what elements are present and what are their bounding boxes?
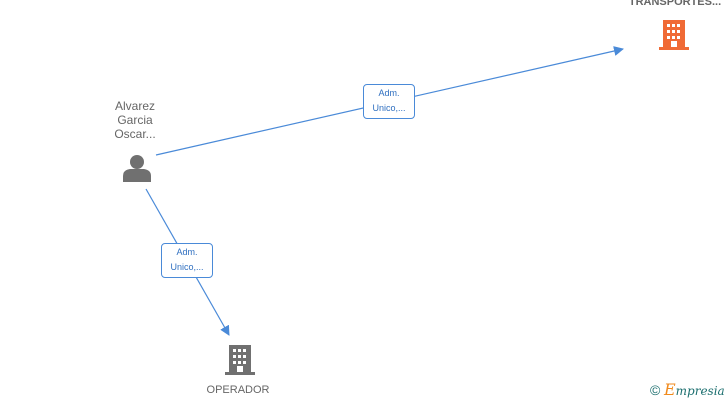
person-label-line-1: Alvarez xyxy=(114,99,155,113)
company-label-operador[interactable]: OPERADOR xyxy=(206,384,270,396)
edge-label-operador[interactable]: Adm. Unico,... xyxy=(161,243,213,278)
brand-name: mpresia xyxy=(675,384,725,398)
company-label-transportes[interactable]: TRANSPORTES... xyxy=(628,0,722,8)
person-label-line-3: Oscar... xyxy=(114,127,156,141)
person-label[interactable]: Alvarez Garcia Oscar... xyxy=(100,99,170,141)
empresia-logo: © Empresia xyxy=(650,380,725,399)
person-label-line-2: Garcia xyxy=(117,113,153,127)
brand-initial: E xyxy=(663,380,676,399)
edge-label-role: Adm. xyxy=(176,247,198,257)
edge-label-transportes[interactable]: Adm. Unico,... xyxy=(363,84,415,119)
person-icon[interactable] xyxy=(123,155,151,182)
building-icon-operador[interactable] xyxy=(225,345,255,375)
edge-label-role-detail: Unico,... xyxy=(170,262,204,272)
building-icon-transportes[interactable] xyxy=(659,20,689,50)
copyright-symbol: © xyxy=(650,382,661,398)
edge-label-role: Adm. xyxy=(378,88,400,98)
edge-label-role-detail: Unico,... xyxy=(372,103,406,113)
